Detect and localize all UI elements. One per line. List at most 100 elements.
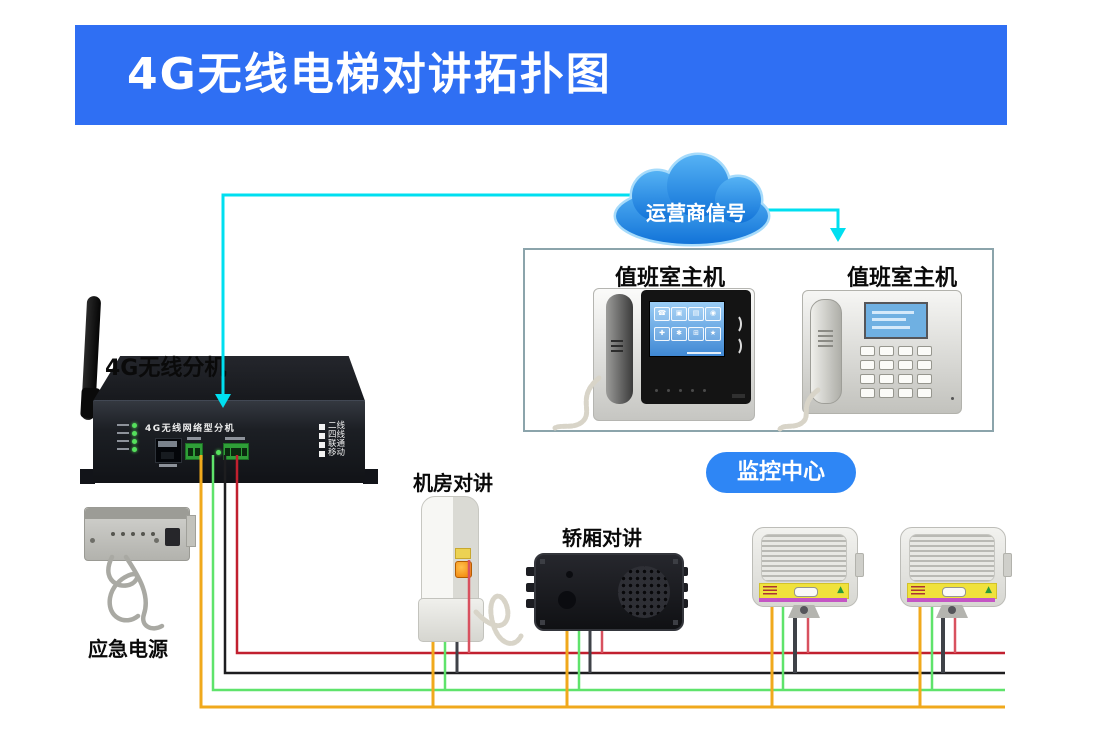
screen-icon: ★ [705, 327, 721, 341]
bracket-knob [948, 606, 956, 614]
speaker-grille [761, 534, 847, 582]
phone-sticker [455, 548, 471, 559]
screen-icon: ⊞ [688, 327, 704, 341]
emergency-label: 应急电源 [88, 637, 168, 661]
led-opening [566, 571, 573, 578]
screen-icon-grid: ☎ ▣ ▤ ◉ ✚ ✱ ⊞ ★ [654, 307, 721, 341]
psu-cable-2 [123, 554, 165, 631]
screen-icon: ✚ [654, 327, 670, 341]
screen-icon: ▣ [671, 307, 687, 321]
sensor-arc-icon [728, 336, 742, 356]
mode-label: 二线 [328, 421, 346, 431]
keypad-key [917, 374, 932, 384]
carrier-signal-label: 运营商信号 [646, 201, 746, 225]
extension-label: 4G无线分机 [105, 356, 227, 381]
lcd-display [864, 302, 928, 339]
accent-stripe [759, 598, 847, 602]
extension-unit: 4G无线网络型分机 二线 四线 联通 移动 [93, 400, 365, 483]
terminal-label-bar [225, 437, 245, 440]
side-tab [855, 553, 864, 577]
page-title: 4G无线电梯对讲拓扑图 [127, 49, 612, 100]
screen-icon: ☎ [654, 307, 670, 321]
mode-checkbox [319, 423, 325, 430]
keypad [860, 346, 932, 398]
screen-icon: ▤ [688, 307, 704, 321]
deskphone-handset [810, 299, 842, 404]
mode-checkbox [319, 441, 325, 448]
bracket-knob [800, 606, 808, 614]
mode-label: 移动 [328, 448, 346, 458]
touch-screen: ☎ ▣ ▤ ◉ ✚ ✱ ⊞ ★ [649, 301, 725, 357]
mode-list: 二线 四线 联通 移动 [319, 422, 345, 458]
psu-cable-1 [106, 554, 141, 623]
led-dot [132, 438, 137, 444]
mic-dot [951, 397, 954, 400]
accent-stripe [907, 598, 995, 602]
keypad-key [860, 360, 875, 370]
elevator-speaker-2: ▲ [900, 527, 1012, 619]
car-intercom-unit [534, 553, 684, 631]
keypad-key [898, 346, 913, 356]
keypad-key [879, 374, 894, 384]
label-strip: ▲ [759, 583, 849, 599]
keypad-key [860, 346, 875, 356]
keypad-key [898, 374, 913, 384]
talk-button [794, 586, 818, 597]
keypad-key [917, 388, 932, 398]
signal-arrow-down-right [830, 228, 846, 242]
power-switch [165, 528, 180, 546]
title-banner: 4G无线电梯对讲拓扑图 [75, 25, 1007, 125]
port-label-bar [159, 464, 177, 467]
keypad-key [879, 360, 894, 370]
videophone-handset [606, 294, 633, 404]
mode-label: 联通 [328, 439, 346, 449]
terminal-block-4pin [223, 443, 249, 460]
sensor-arc-icon [728, 314, 742, 334]
call-button [455, 561, 472, 578]
side-tab [1003, 553, 1012, 577]
screen-status-bar [687, 352, 721, 354]
screen-icon: ✱ [671, 327, 687, 341]
face-button [732, 394, 745, 398]
keypad-key [879, 346, 894, 356]
mount-flange-left [80, 469, 95, 484]
machine-room-label: 机房对讲 [413, 471, 493, 495]
keypad-key [898, 360, 913, 370]
phone-base [418, 598, 484, 642]
elevator-speaker-1: ▲ [752, 527, 864, 619]
mode-checkbox [319, 432, 325, 439]
ethernet-port [155, 438, 182, 463]
keypad-key [898, 388, 913, 398]
led-dot [132, 446, 137, 452]
mode-checkbox [319, 450, 325, 457]
terminal-block-2pin [185, 443, 203, 460]
mount-flange-right [363, 469, 378, 484]
car-intercom-label: 轿厢对讲 [562, 526, 642, 550]
keypad-key [860, 374, 875, 384]
keypad-key [879, 388, 894, 398]
screen-icon: ◉ [705, 307, 721, 321]
brand-logo-icon: ▲ [837, 585, 844, 595]
brand-logo-icon: ▲ [985, 585, 992, 595]
panel-title: 4G无线网络型分机 [145, 424, 236, 434]
duty-host-deskphone [802, 290, 962, 414]
led-dot [132, 430, 137, 436]
emergency-power-unit [84, 507, 190, 561]
status-led-block [117, 421, 137, 453]
label-strip: ▲ [907, 583, 997, 599]
videophone-base [593, 406, 755, 421]
led-dot [216, 450, 221, 455]
duty-host-videophone: ☎ ▣ ▤ ◉ ✚ ✱ ⊞ ★ [593, 288, 755, 421]
mode-label: 四线 [328, 430, 346, 440]
psu-side-tab [186, 515, 196, 547]
monitor-center-badge: 监控中心 [706, 452, 856, 493]
speaker-grille [618, 566, 670, 618]
talk-button [942, 586, 966, 597]
led-dot [132, 422, 137, 428]
keypad-key [860, 388, 875, 398]
monitor-room-box: 值班室主机 值班室主机 ☎ ▣ ▤ ◉ ✚ ✱ ⊞ ★ [523, 248, 994, 432]
keypad-key [917, 360, 932, 370]
mic-opening [558, 591, 576, 609]
duty-host-label-2: 值班室主机 [846, 266, 957, 291]
